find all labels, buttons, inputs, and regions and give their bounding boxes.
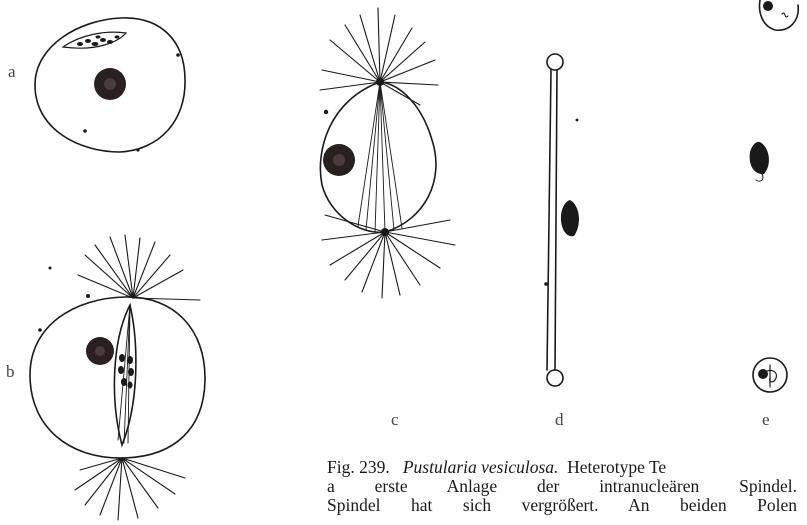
panel-c-spindle-fibres xyxy=(358,82,402,232)
panel-b-drawing xyxy=(30,235,205,520)
panel-b-cell-outline xyxy=(30,297,205,458)
panel-e-dark-drop xyxy=(750,142,769,174)
caption-fig-number: Fig. 239. xyxy=(327,457,390,477)
caption-line-1: Fig. 239. Pustularia vesiculosa. Heterot… xyxy=(327,458,807,477)
panel-d-dark-body xyxy=(561,200,579,236)
caption-line-2: a erste Anlage der intranucleären Spinde… xyxy=(327,477,797,496)
panel-label-b: b xyxy=(6,362,15,382)
panel-d-lower-pole xyxy=(547,370,563,386)
panel-e-drawing xyxy=(750,0,799,392)
panel-c-lower-aster xyxy=(322,215,455,298)
caption-line-3: Spindel hat sich vergrößert. An beiden P… xyxy=(327,496,797,515)
panel-label-e: e xyxy=(762,410,770,430)
caption-species: Pustularia vesiculosa. xyxy=(403,457,559,477)
panel-b-chromosomes xyxy=(118,354,134,389)
panel-c-drawing xyxy=(320,8,455,298)
figure-caption: Fig. 239. Pustularia vesiculosa. Heterot… xyxy=(327,458,807,515)
panel-label-d: d xyxy=(555,410,564,430)
panel-label-a: a xyxy=(8,62,16,82)
panel-label-c: c xyxy=(391,410,399,430)
panel-d-upper-pole xyxy=(547,54,563,70)
panel-a-drawing xyxy=(35,18,185,152)
caption-line-1-rest: Heterotype Te xyxy=(567,457,666,477)
panel-b-upper-aster xyxy=(78,235,200,300)
panel-b-lower-aster xyxy=(75,458,185,520)
panel-d-drawing xyxy=(544,54,579,386)
